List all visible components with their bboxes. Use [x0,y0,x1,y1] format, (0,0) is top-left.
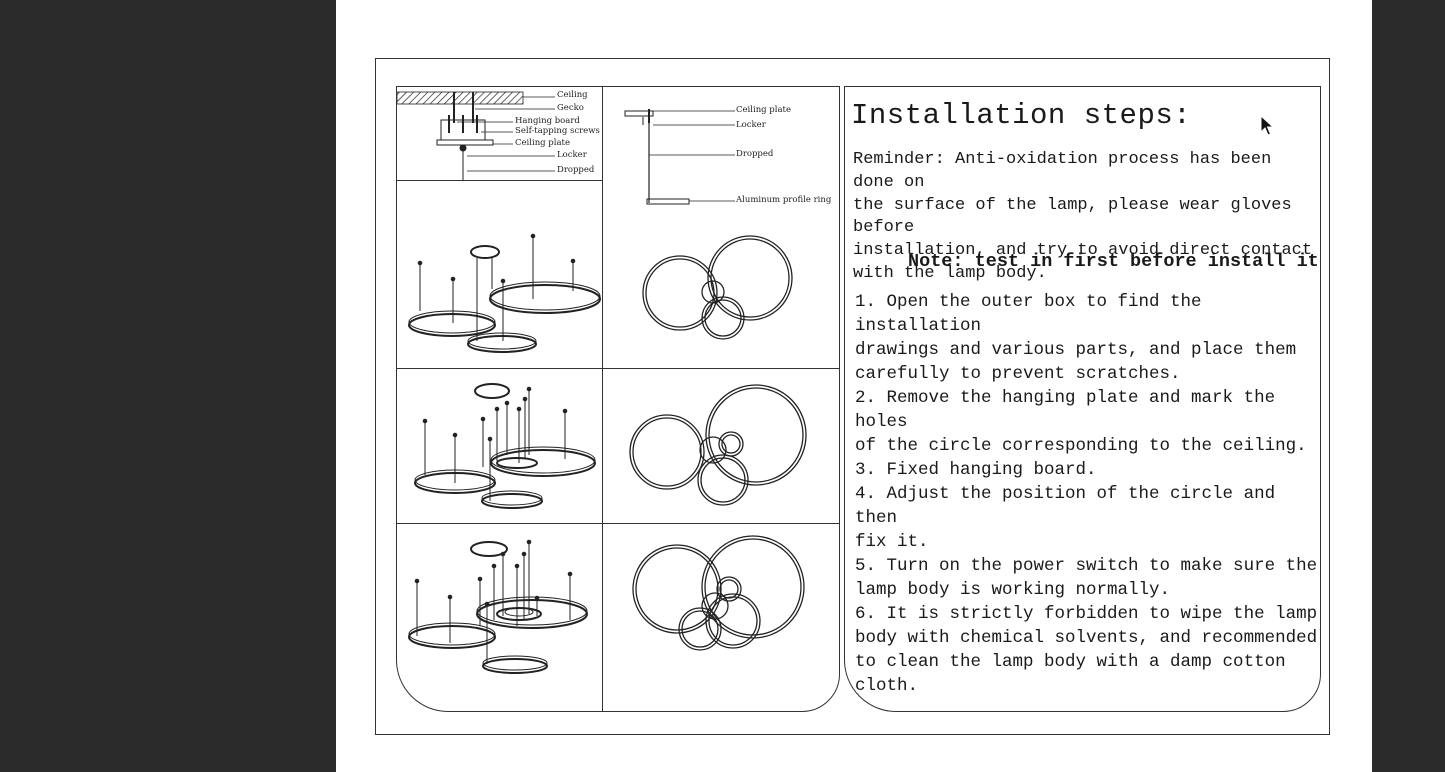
five-ring-top-view [603,369,839,523]
label-hanging-board: Hanging board [515,116,580,126]
mount-detail-drawing [397,91,555,180]
step-item: 5. Turn on the power switch to make sure… [855,556,1318,600]
step-item: 3. Fixed hanging board. [855,460,1097,480]
label-locker-2: Locker [736,120,766,130]
step-item: 2. Remove the hanging plate and mark the… [855,388,1307,456]
step-item: 1. Open the outer box to find the instal… [855,292,1297,384]
label-gecko: Gecko [557,103,584,113]
seven-ring-top-view [603,524,839,711]
five-ring-lamp-drawing [414,383,596,509]
seven-ring-perspective [397,524,602,711]
row-divider-2 [397,368,839,370]
five-ring-perspective [397,369,602,523]
viewer-right-margin [1372,0,1445,772]
profile-drawing [624,109,735,205]
step-item: 4. Adjust the position of the circle and… [855,484,1276,552]
five-ring-top-drawing [629,384,807,506]
viewer-left-margin [0,0,336,772]
document-page: Ceiling Gecko Hanging board Self-tapping… [336,0,1372,772]
label-ceiling-plate: Ceiling plate [515,138,570,148]
mouse-pointer-icon [1260,115,1274,136]
row-divider-3 [397,523,839,525]
row-divider-1 [397,180,603,182]
three-ring-lamp-drawing [408,233,601,353]
seven-ring-top-drawing [632,535,805,651]
reminder-paragraph: Reminder: Anti-oxidation process has bee… [853,150,1313,283]
panel-column-divider [602,87,604,711]
label-self-tapping-screws: Self-tapping screws [515,126,600,136]
three-ring-perspective [397,181,602,368]
step-item: 6. It is strictly forbidden to wipe the … [855,604,1318,696]
label-dropped-2: Dropped [736,149,774,159]
label-locker: Locker [557,150,587,160]
steps-list: 1. Open the outer box to find the instal… [855,290,1325,698]
label-aluminum-profile-ring: Aluminum profile ring [736,195,832,205]
three-ring-top-view [603,217,839,368]
instructions-panel: Installation steps: Reminder: Anti-oxida… [844,86,1321,712]
page-frame [375,58,1330,735]
three-ring-top-drawing [642,235,793,340]
mount-detail-diagram: Ceiling Gecko Hanging board Self-tapping… [397,87,602,180]
profile-diagram: Ceiling plate Locker Dropped Aluminum pr… [603,87,839,217]
label-ceiling-plate-2: Ceiling plate [736,105,791,115]
page-title: Installation steps: [851,99,1192,132]
note-line: Note: test in first before install it [908,251,1319,272]
diagram-panel: Ceiling Gecko Hanging board Self-tapping… [396,86,840,712]
seven-ring-lamp-drawing [408,539,588,674]
label-dropped: Dropped [557,165,595,175]
label-ceiling: Ceiling [557,90,588,100]
